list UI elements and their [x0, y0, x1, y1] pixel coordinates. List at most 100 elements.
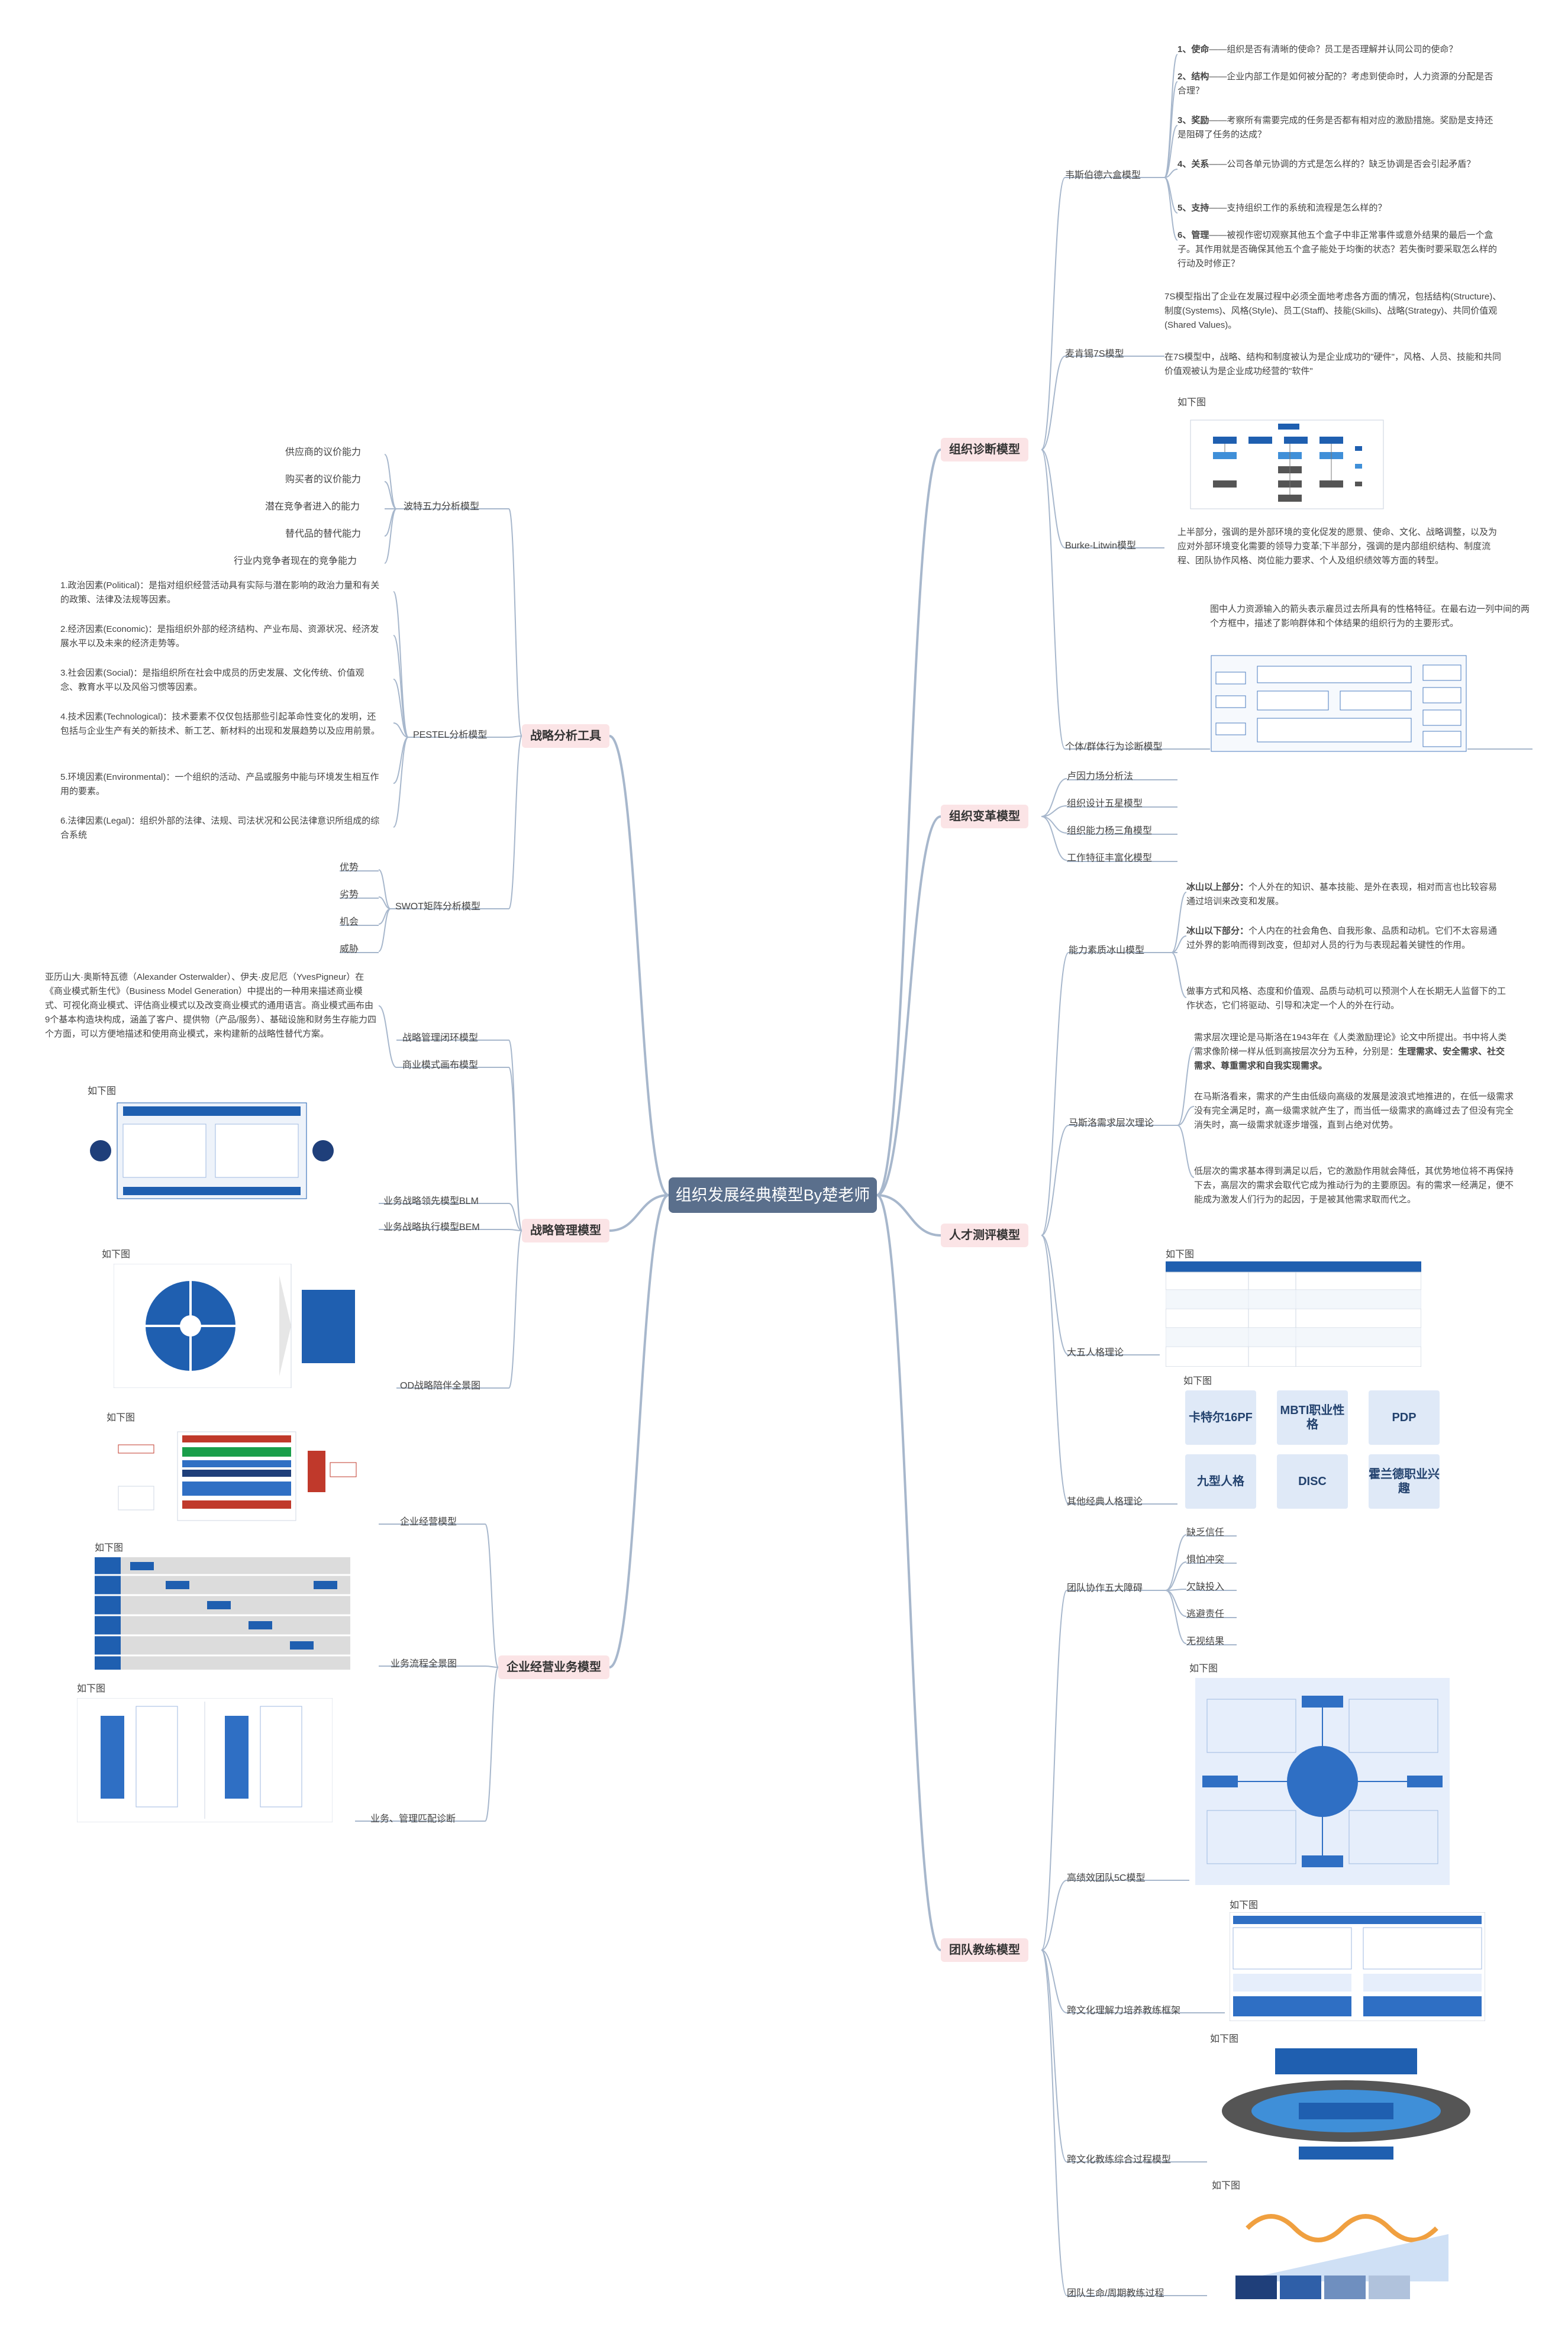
connector	[1041, 177, 1066, 450]
change-item-3[interactable]: 组织能力杨三角模型	[1067, 826, 1153, 836]
connector	[609, 735, 669, 1196]
porter-item-2[interactable]: 购买者的议价能力	[285, 475, 362, 485]
subtopic-match-diagnosis[interactable]: 业务、管理匹配诊断	[370, 1814, 456, 1824]
subtopic-iceberg[interactable]: 能力素质冰山模型	[1069, 945, 1145, 956]
subtopic-cross-culture-framework[interactable]: 跨文化理解力培养教练框架	[1067, 2006, 1181, 2016]
subtopic-business-canvas[interactable]: 商业模式画布模型	[402, 1060, 479, 1070]
dysfunction-3[interactable]: 欠缺投入	[1186, 1582, 1225, 1592]
biz-caption: 如下图	[107, 1413, 135, 1423]
connector	[1164, 177, 1178, 241]
business-model-figure	[112, 1427, 367, 1528]
card-pdp[interactable]: PDP	[1369, 1390, 1440, 1445]
burke-litwin-figure	[1189, 419, 1385, 510]
subtopic-blm[interactable]: 业务战略领先模型BLM	[383, 1196, 479, 1206]
subtopic-swot[interactable]: SWOT矩阵分析模型	[395, 902, 480, 912]
connector	[1165, 1534, 1187, 1591]
subtopic-big-five[interactable]: 大五人格理论	[1067, 1348, 1124, 1358]
subtopic-mckinsey-7s[interactable]: 麦肯锡7S模型	[1065, 349, 1124, 359]
swot-strength[interactable]: 优势	[340, 863, 359, 873]
porter-item-1[interactable]: 供应商的议价能力	[285, 447, 362, 457]
subtopic-other-personality[interactable]: 其他经典人格理论	[1067, 1497, 1143, 1507]
topic-talent-assessment[interactable]: 人才测评模型	[941, 1224, 1028, 1247]
subtopic-five-c[interactable]: 高绩效团队5C模型	[1067, 1873, 1146, 1883]
porter-item-3[interactable]: 潜在竞争者进入的能力	[265, 502, 360, 512]
connector	[1041, 449, 1066, 548]
dysfunction-2[interactable]: 惧怕冲突	[1186, 1555, 1225, 1565]
connector	[1041, 816, 1067, 834]
porter-item-5[interactable]: 行业内竞争者现在的竞争能力	[234, 556, 357, 566]
connector	[384, 454, 397, 509]
connector	[1164, 125, 1178, 178]
change-item-2[interactable]: 组织设计五星模型	[1067, 799, 1143, 809]
connector	[1165, 1590, 1187, 1644]
card-16pf[interactable]: 卡特尔16PF	[1185, 1390, 1256, 1445]
subtopic-maslow[interactable]: 马斯洛需求层次理论	[1069, 1118, 1154, 1128]
dysfunction-1[interactable]: 缺乏信任	[1186, 1528, 1225, 1538]
subtopic-team-lifecycle[interactable]: 团队生命/周期教练过程	[1067, 2289, 1164, 2299]
subtopic-business-model[interactable]: 企业经营模型	[400, 1517, 457, 1527]
connector	[378, 1005, 397, 1068]
iceberg-below: 冰山以下部分：个人内在的社会角色、自我形象、品质和动机。它们不太容易通过外界的影…	[1186, 926, 1498, 950]
others-caption: 如下图	[1183, 1376, 1212, 1386]
card-holland[interactable]: 霍兰德职业兴趣	[1369, 1454, 1440, 1509]
cross1-caption: 如下图	[1230, 1900, 1259, 1910]
topic-strategy-analysis[interactable]: 战略分析工具	[522, 724, 609, 748]
connector	[1177, 1047, 1195, 1126]
burke-text: 上半部分，强调的是外部环境的变化促发的愿景、使命、文化、战略调整，以及为应对外部…	[1177, 527, 1498, 566]
change-item-1[interactable]: 卢因力场分析法	[1067, 772, 1134, 782]
subtopic-weisbord[interactable]: 韦斯伯德六盒模型	[1065, 170, 1141, 180]
subtopic-cross-culture-process[interactable]: 跨文化教练综合过程模型	[1067, 2155, 1172, 2165]
blm-figure	[88, 1100, 336, 1201]
connector	[1165, 1590, 1187, 1617]
connector	[1177, 1125, 1195, 1178]
weisbord-item-1: 1、使命——组织是否有清晰的使命？员工是否理解并认同公司的使命？	[1177, 44, 1458, 54]
root-topic[interactable]: 组织发展经典模型By楚老师	[669, 1177, 877, 1213]
burke-caption: 如下图	[1177, 398, 1206, 408]
topic-business-operation[interactable]: 企业经营业务模型	[498, 1655, 609, 1679]
subtopic-od-panorama[interactable]: OD战略陪伴全景图	[400, 1381, 481, 1391]
card-enneagram[interactable]: 九型人格	[1185, 1454, 1256, 1509]
blm-caption: 如下图	[88, 1086, 117, 1096]
subtopic-bem[interactable]: 业务战略执行模型BEM	[383, 1222, 480, 1232]
swot-weakness[interactable]: 劣势	[340, 890, 359, 900]
connector	[378, 908, 391, 952]
connector	[508, 1229, 522, 1231]
maslow-text-2: 在马斯洛看来，需求的产生由低级向高级的发展是波浪式地推进的，在低一级需求没有完全…	[1194, 1092, 1514, 1130]
dysfunction-4[interactable]: 逃避责任	[1186, 1609, 1225, 1619]
cross2-caption: 如下图	[1210, 2034, 1239, 2044]
porter-item-4[interactable]: 替代品的替代能力	[285, 529, 362, 539]
subtopic-burke-litwin[interactable]: Burke-Litwin模型	[1065, 541, 1137, 551]
connector	[1041, 778, 1067, 817]
subtopic-strategy-loop[interactable]: 战略管理闭环模型	[402, 1033, 479, 1043]
topic-strategy-management[interactable]: 战略管理模型	[522, 1219, 609, 1242]
topic-org-diagnosis[interactable]: 组织诊断模型	[941, 438, 1028, 461]
connector	[485, 1667, 499, 1822]
subtopic-pestel[interactable]: PESTEL分析模型	[413, 730, 488, 740]
swot-threat[interactable]: 威胁	[340, 944, 359, 954]
connector	[393, 635, 409, 738]
pestel-item-2: 2.经济因素(Economic)：是指组织外部的经济结构、产业布局、资源状况、经…	[60, 624, 379, 648]
pestel-item-4: 4.技术因素(Technological)：技术要素不仅仅包括那些引起革命性变化…	[60, 712, 380, 736]
card-mbti[interactable]: MBTI职业性格	[1277, 1390, 1348, 1445]
swot-opportunity[interactable]: 机会	[340, 917, 359, 927]
subtopic-process-panorama[interactable]: 业务流程全景图	[391, 1659, 457, 1669]
subtopic-five-dysfunctions[interactable]: 团队协作五大障碍	[1067, 1583, 1143, 1593]
subtopic-individual-group[interactable]: 个体/群体行为诊断模型	[1065, 742, 1163, 752]
weisbord-item-4: 4、关系——公司各单元协调的方式是怎么样的？缺乏协调是否会引起矛盾？	[1177, 159, 1476, 169]
change-item-4[interactable]: 工作特征丰富化模型	[1067, 853, 1153, 863]
connector	[508, 1203, 522, 1231]
weisbord-item-5: 5、支持——支持组织工作的系统和流程是怎么样的？	[1177, 203, 1387, 213]
connector	[1165, 1561, 1187, 1591]
dysfunction-5[interactable]: 无视结果	[1186, 1637, 1225, 1647]
connector	[1041, 1880, 1067, 1951]
topic-team-coaching[interactable]: 团队教练模型	[941, 1938, 1028, 1962]
connector	[1041, 1125, 1069, 1236]
connector	[378, 869, 391, 909]
card-disc[interactable]: DISC	[1277, 1454, 1348, 1509]
pestel-item-5: 5.环境因素(Environmental)：一个组织的活动、产品或服务中能与环境…	[60, 772, 379, 796]
topic-org-change[interactable]: 组织变革模型	[941, 805, 1028, 828]
match-diagnosis-figure	[77, 1698, 333, 1822]
connector	[1041, 449, 1066, 750]
connector	[393, 679, 409, 738]
subtopic-porter[interactable]: 波特五力分析模型	[404, 502, 480, 512]
